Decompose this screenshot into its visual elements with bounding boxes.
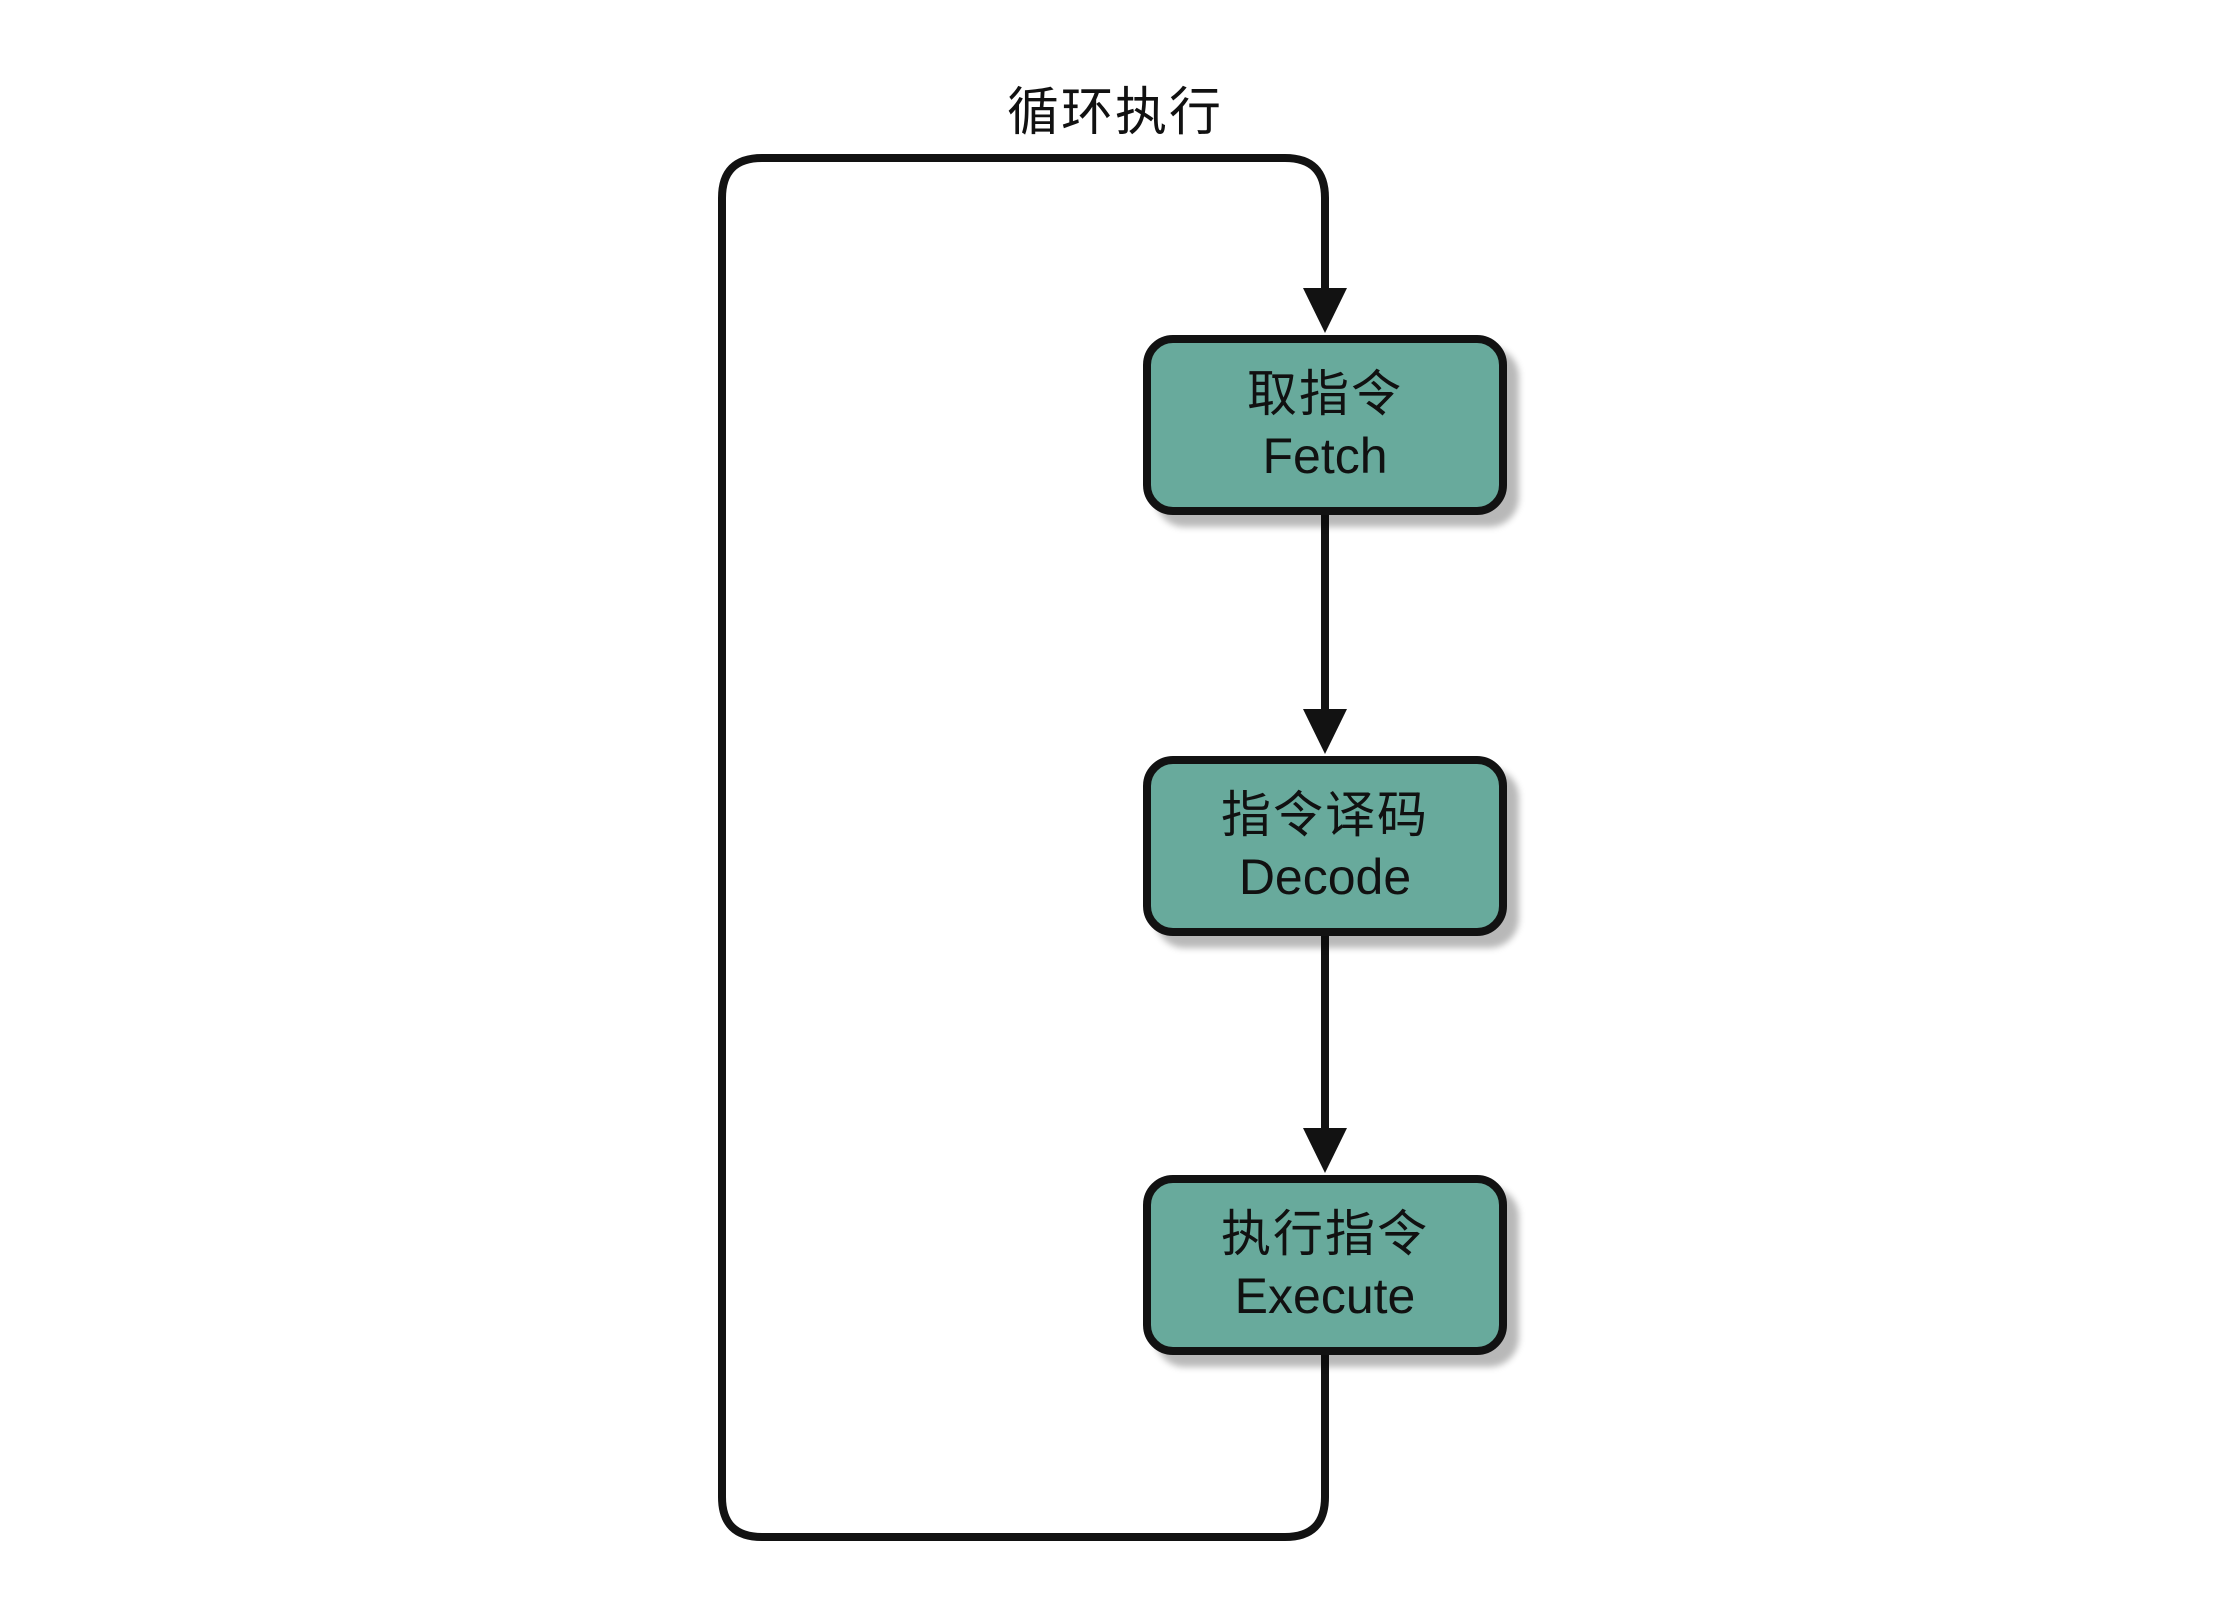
flow-node-execute: 执行指令 Execute	[1143, 1175, 1507, 1355]
flow-node-decode: 指令译码 Decode	[1143, 756, 1507, 936]
execute-label-en: Execute	[1234, 1268, 1416, 1324]
arrowhead-into-fetch-icon	[1303, 288, 1347, 333]
execute-label-zh: 执行指令	[1221, 1206, 1429, 1262]
decode-label-en: Decode	[1238, 849, 1412, 905]
fetch-label-zh: 取指令	[1247, 366, 1403, 422]
loop-path	[718, 154, 1329, 1541]
arrowhead-into-execute-icon	[1303, 1128, 1347, 1173]
decode-label-zh: 指令译码	[1221, 787, 1429, 843]
diagram-title: 循环执行	[1006, 84, 1224, 142]
fetch-label-en: Fetch	[1262, 428, 1388, 484]
arrowhead-into-decode-icon	[1303, 709, 1347, 754]
flow-node-fetch: 取指令 Fetch	[1143, 335, 1507, 515]
